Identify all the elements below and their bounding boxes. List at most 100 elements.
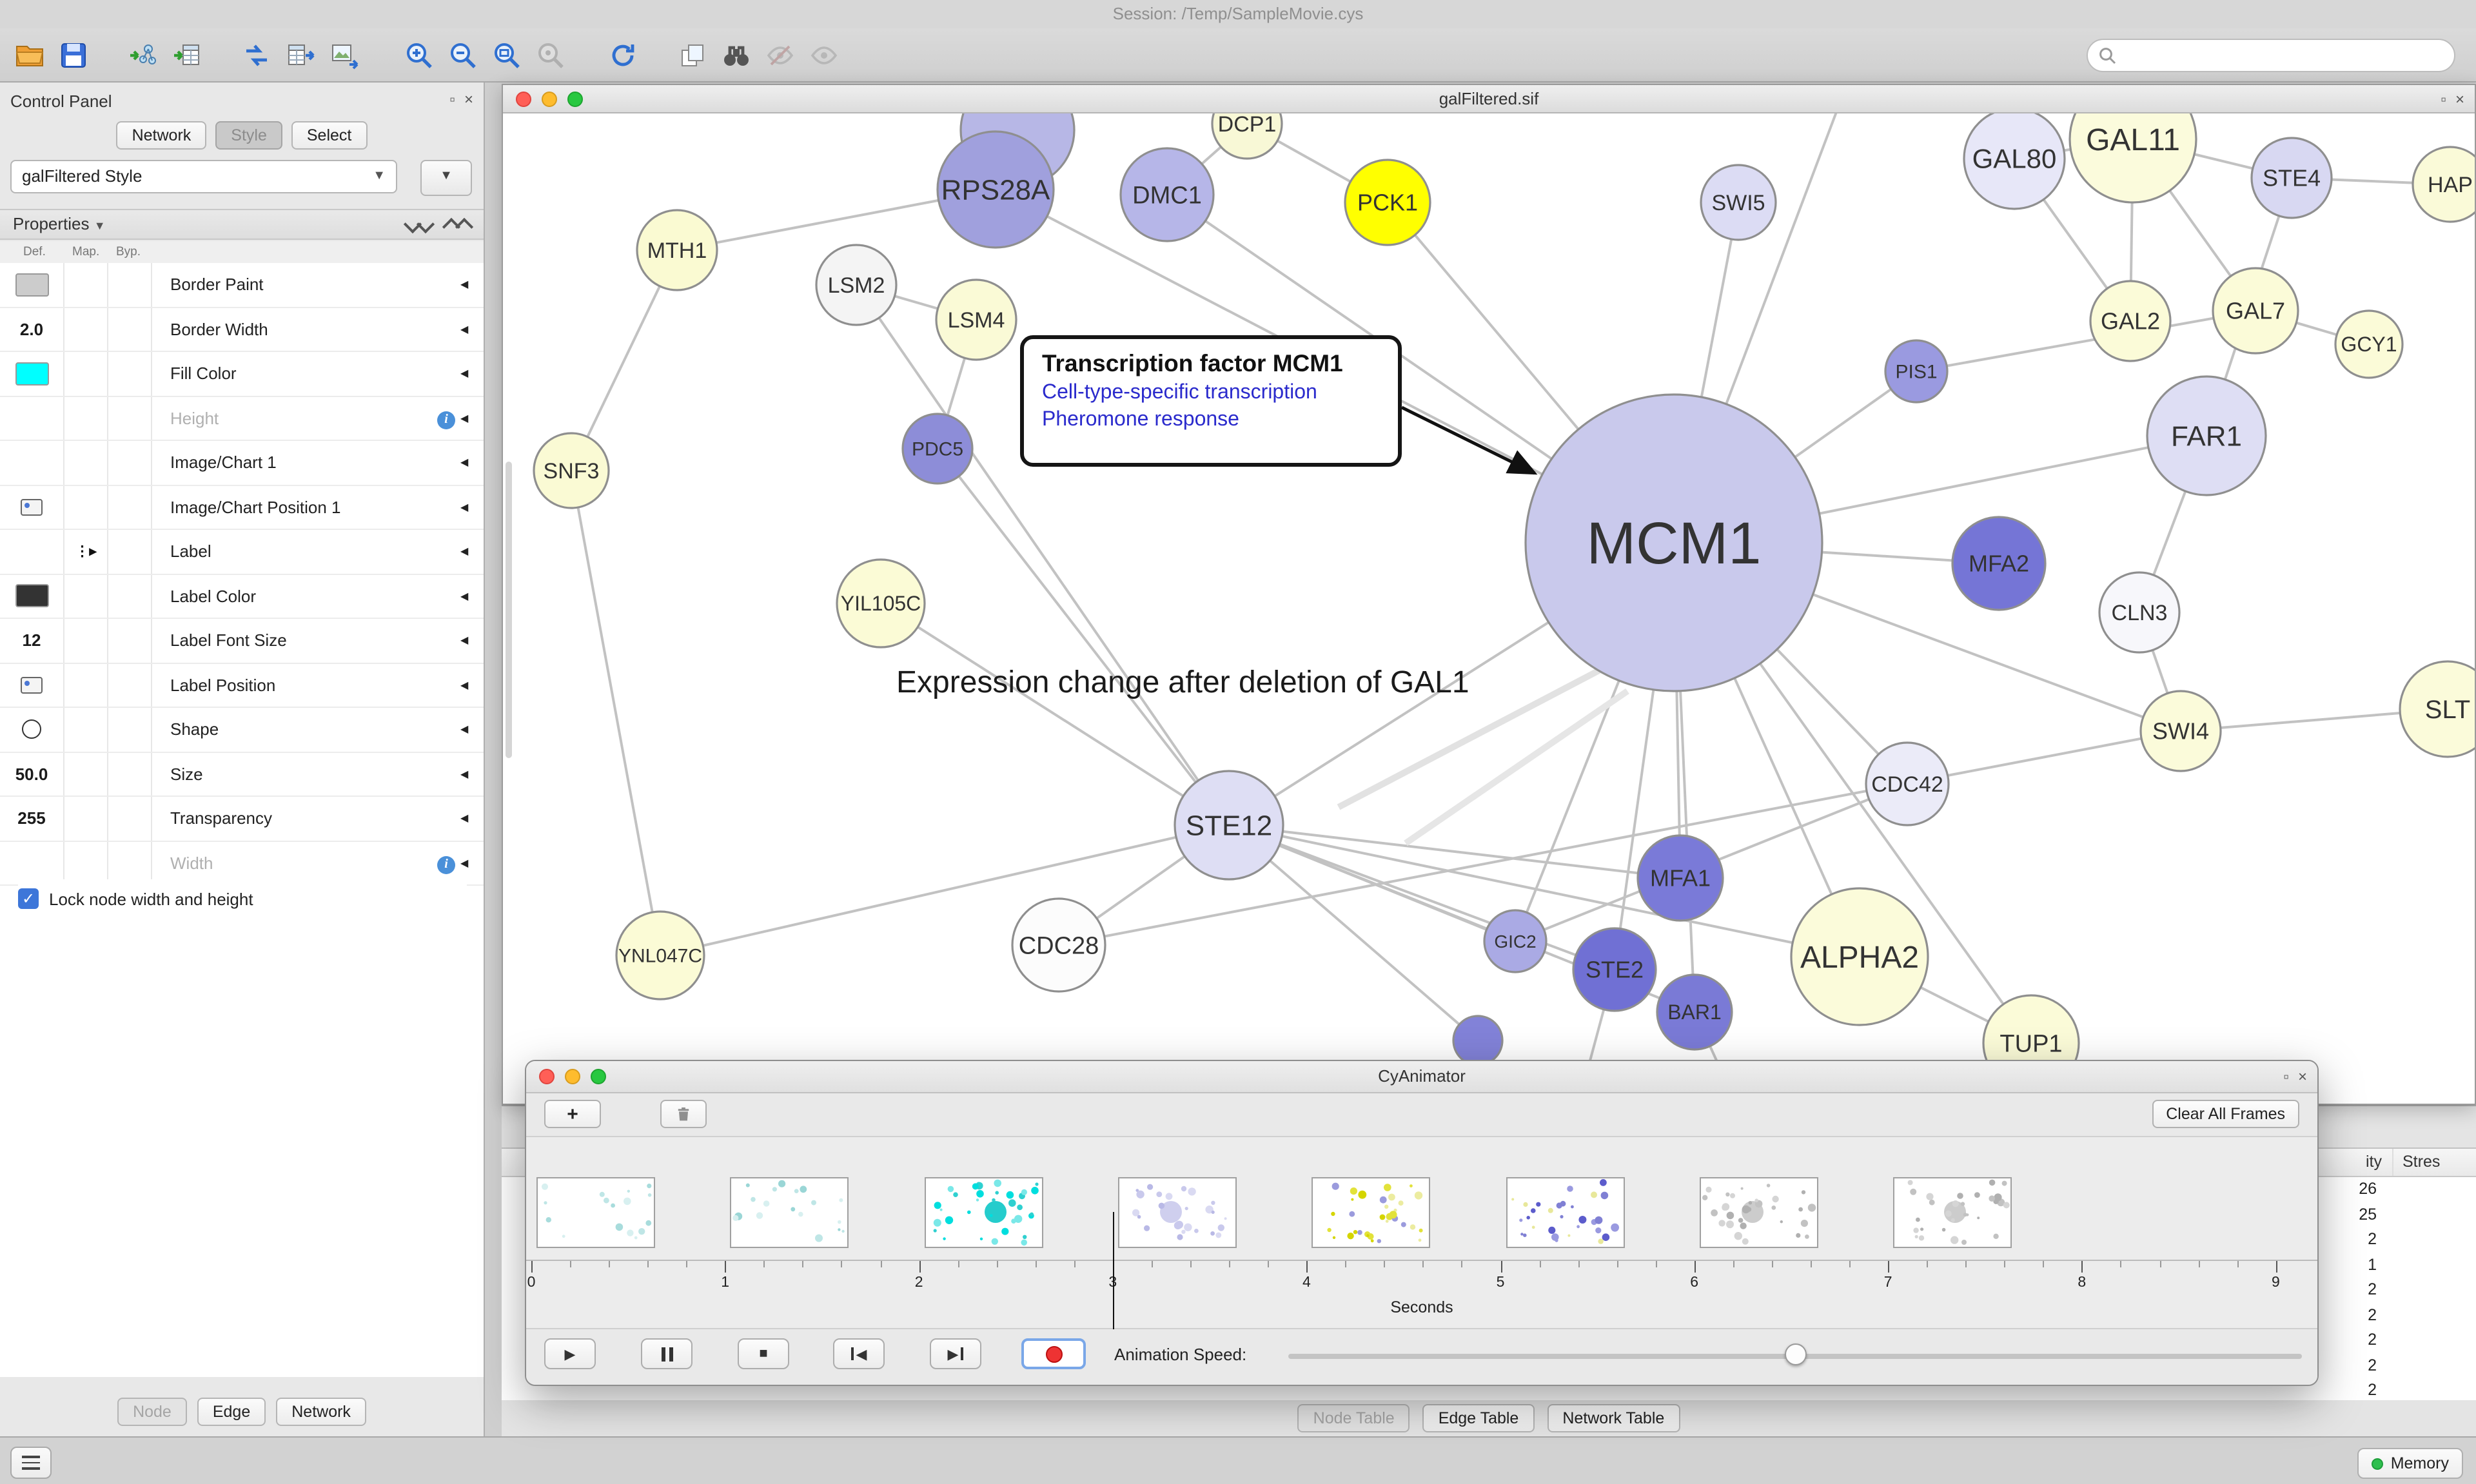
edge[interactable] xyxy=(936,447,1230,826)
play-button[interactable]: ▶ xyxy=(544,1338,596,1369)
node-PIS1[interactable] xyxy=(1884,339,1949,404)
table-row[interactable]: 2 xyxy=(502,1278,2476,1303)
network-window-title-bar[interactable]: galFiltered.sif ▫ × xyxy=(503,85,2475,113)
clear-all-frames-button[interactable]: Clear All Frames xyxy=(2152,1100,2299,1128)
frame-thumbnail-2[interactable] xyxy=(730,1177,849,1248)
properties-header[interactable]: Properties ▼ xyxy=(0,209,484,240)
binoculars-icon[interactable] xyxy=(714,33,758,77)
expand-row-icon[interactable]: ◀ xyxy=(460,679,469,691)
speed-slider-knob[interactable] xyxy=(1785,1343,1807,1365)
add-frame-button[interactable]: + xyxy=(544,1100,601,1128)
edge[interactable] xyxy=(1228,824,1681,879)
edge[interactable] xyxy=(1916,309,2256,373)
node-PDC5[interactable] xyxy=(901,413,974,485)
table-row[interactable]: 26 xyxy=(502,1177,2476,1202)
property-row[interactable]: ⋮▸Label◀ xyxy=(0,530,484,574)
node-MFA2[interactable] xyxy=(1951,516,2047,611)
node-YNL047C[interactable] xyxy=(615,910,705,1001)
node-LSM4[interactable] xyxy=(935,278,1017,361)
stop-button[interactable]: ■ xyxy=(738,1338,789,1369)
expand-row-icon[interactable]: ◀ xyxy=(460,857,469,869)
expand-row-icon[interactable]: ◀ xyxy=(460,367,469,380)
float-panel-icon[interactable]: ▫ xyxy=(449,90,455,108)
search-input[interactable] xyxy=(2087,39,2455,72)
node-STE12[interactable] xyxy=(1174,770,1284,881)
expand-all-icon[interactable] xyxy=(442,215,474,237)
table-row[interactable]: 2 xyxy=(502,1328,2476,1353)
node-CDC28[interactable] xyxy=(1011,897,1106,993)
edge[interactable] xyxy=(660,824,1230,957)
frame-thumbnail-8[interactable] xyxy=(1893,1177,2012,1248)
node-MFA1[interactable] xyxy=(1636,834,1724,922)
node-n2[interactable] xyxy=(1452,1015,1504,1066)
edge[interactable] xyxy=(1228,824,1860,958)
clone-network-icon[interactable] xyxy=(671,33,714,77)
property-row[interactable]: Label Position◀ xyxy=(0,663,484,708)
tab-network[interactable]: Network xyxy=(116,121,207,150)
style-options-button[interactable]: ▼ xyxy=(420,160,472,196)
node-MCM1[interactable] xyxy=(1524,393,1823,692)
node-SNF3[interactable] xyxy=(533,432,610,509)
import-table-icon[interactable] xyxy=(165,33,209,77)
timeline[interactable]: 0123456789 Seconds xyxy=(526,1136,2317,1347)
node-GIC2[interactable] xyxy=(1483,909,1548,973)
expand-row-icon[interactable]: ◀ xyxy=(460,501,469,513)
frame-thumbnail-4[interactable] xyxy=(1117,1177,1237,1248)
default-value[interactable]: 50.0 xyxy=(15,764,48,784)
expand-row-icon[interactable]: ◀ xyxy=(460,768,469,780)
expand-row-icon[interactable]: ◀ xyxy=(460,323,469,335)
edge[interactable] xyxy=(570,470,662,956)
node-GAL2[interactable] xyxy=(2089,280,2172,362)
property-row[interactable]: Label Color◀ xyxy=(0,574,484,619)
annotation-link-2[interactable]: Pheromone response xyxy=(1042,409,1239,431)
edge[interactable] xyxy=(1058,730,2181,946)
expand-row-icon[interactable]: ◀ xyxy=(460,412,469,424)
frame-thumbnail-6[interactable] xyxy=(1506,1177,1624,1248)
close-network-icon[interactable]: × xyxy=(2455,90,2464,108)
pause-button[interactable] xyxy=(641,1338,693,1369)
node-STE2[interactable] xyxy=(1572,927,1657,1012)
property-row[interactable]: Image/Chart Position 1◀ xyxy=(0,485,484,530)
default-value[interactable]: 2.0 xyxy=(19,319,44,339)
cyanimator-title-bar[interactable]: CyAnimator ▫ × xyxy=(526,1061,2317,1093)
frame-thumbnail-5[interactable] xyxy=(1312,1177,1431,1248)
collapse-all-icon[interactable] xyxy=(403,215,435,237)
expand-row-icon[interactable]: ◀ xyxy=(460,590,469,602)
frame-thumbnail-3[interactable] xyxy=(924,1177,1043,1248)
zoom-in-icon[interactable] xyxy=(397,33,441,77)
style-combobox[interactable]: galFiltered Style ▼ xyxy=(10,160,397,193)
export-table-icon[interactable] xyxy=(279,33,322,77)
node-YIL105C[interactable] xyxy=(836,558,926,649)
zoom-window-button[interactable] xyxy=(567,92,583,107)
prev-button[interactable]: ◀ xyxy=(833,1338,885,1369)
float-network-icon[interactable]: ▫ xyxy=(2441,90,2446,108)
network-db-icon[interactable] xyxy=(235,33,279,77)
node-ALPHA2[interactable] xyxy=(1790,887,1929,1026)
panel-tab-network[interactable]: Network xyxy=(276,1398,366,1426)
info-icon[interactable]: i xyxy=(437,411,455,429)
edge[interactable] xyxy=(1228,824,1615,971)
panel-tab-node[interactable]: Node xyxy=(117,1398,187,1426)
tab-select[interactable]: Select xyxy=(291,121,368,150)
close-panel-icon[interactable]: × xyxy=(464,90,473,108)
node-RPS28A[interactable] xyxy=(936,130,1055,249)
table-row[interactable]: 1 xyxy=(502,1253,2476,1278)
tab-style[interactable]: Style xyxy=(215,121,282,150)
playhead[interactable] xyxy=(1112,1212,1115,1347)
default-value[interactable]: 12 xyxy=(22,630,41,650)
table-row[interactable]: 2 xyxy=(502,1378,2476,1400)
tab-edge-table[interactable]: Edge Table xyxy=(1422,1404,1535,1432)
edge[interactable] xyxy=(1404,688,1629,846)
node-STE4[interactable] xyxy=(2250,137,2333,219)
table-row[interactable]: 2 xyxy=(502,1353,2476,1378)
delete-frame-button[interactable] xyxy=(660,1100,707,1128)
expand-row-icon[interactable]: ◀ xyxy=(460,812,469,825)
table-header-stress[interactable]: Stres xyxy=(2402,1153,2441,1171)
zoom-fit-icon[interactable] xyxy=(485,33,529,77)
import-network-icon[interactable] xyxy=(121,33,165,77)
